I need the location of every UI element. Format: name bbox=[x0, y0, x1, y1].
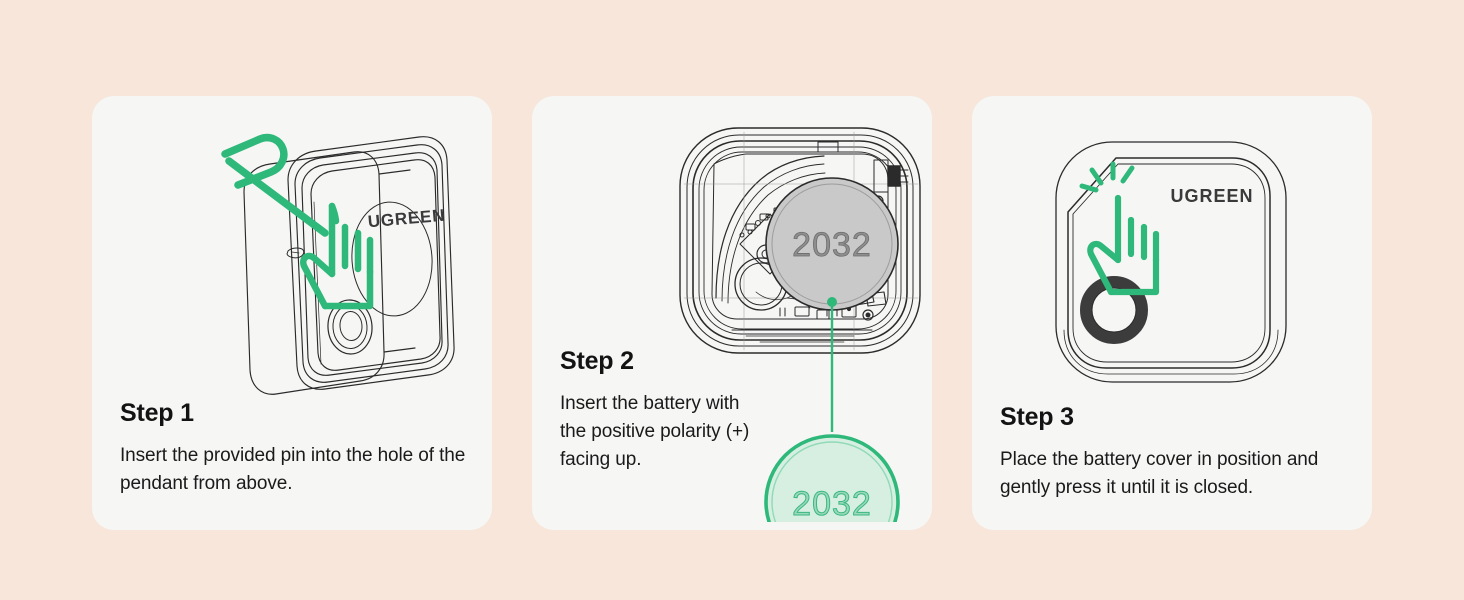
step-2-illustration: 2032 2032 bbox=[532, 102, 932, 522]
pointing-hand-icon bbox=[300, 202, 374, 310]
step-3-text: Step 3 Place the battery cover in positi… bbox=[1000, 403, 1352, 502]
step-2-description: Insert the battery with the positive pol… bbox=[560, 392, 750, 470]
step-3-description: Place the battery cover in position and … bbox=[1000, 448, 1319, 498]
battery-label: 2032 bbox=[792, 226, 872, 264]
step-1-title: Step 1 bbox=[120, 399, 194, 427]
step-1-illustration: UGREEN bbox=[92, 114, 492, 414]
brand-label-step3: UGREEN bbox=[1170, 186, 1253, 206]
step-card-1: UGREEN bbox=[92, 96, 492, 530]
callout-connector-line bbox=[827, 297, 837, 432]
brand-label-step1: UGREEN bbox=[367, 206, 446, 232]
tap-sparkle-icon bbox=[1079, 161, 1135, 193]
step-1-description: Insert the provided pin into the hole of… bbox=[120, 444, 466, 494]
step-3-illustration: UGREEN bbox=[972, 120, 1372, 410]
pin-tool-icon bbox=[221, 133, 329, 237]
step-2-text: Step 2 Insert the battery with the posit… bbox=[560, 347, 754, 474]
step-1-text: Step 1 Insert the provided pin into the … bbox=[120, 399, 472, 498]
steps-container: UGREEN bbox=[92, 96, 1372, 530]
step-3-title: Step 3 bbox=[1000, 403, 1074, 431]
step-2-title: Step 2 bbox=[560, 347, 634, 375]
step-card-2: 2032 2032 Step 2 Insert the b bbox=[532, 96, 932, 530]
callout-circle: 2032 bbox=[764, 434, 900, 522]
callout-label: 2032 bbox=[792, 485, 872, 522]
step-card-3: UGREEN bbox=[972, 96, 1372, 530]
tap-hand-icon bbox=[1087, 194, 1160, 296]
